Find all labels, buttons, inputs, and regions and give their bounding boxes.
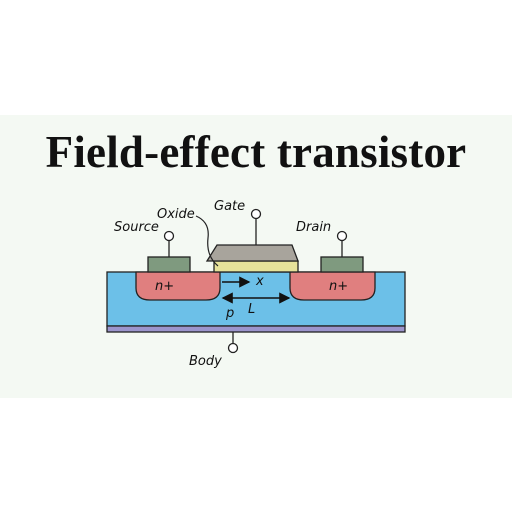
drain-contact	[320, 256, 364, 273]
n-region-source	[135, 271, 221, 301]
x-label: x	[255, 274, 264, 289]
source-contact	[147, 256, 191, 273]
gate-terminal-icon	[250, 208, 262, 220]
body-contact-strip	[106, 325, 406, 333]
oxide-pointer	[195, 215, 219, 267]
gate-label: Gate	[214, 199, 245, 214]
oxide-layer	[213, 260, 299, 273]
length-label: L	[248, 302, 255, 317]
n-plus-left-label: n+	[155, 279, 174, 294]
oxide-label: Oxide	[157, 207, 195, 222]
gate-electrode	[205, 244, 299, 262]
n-region-drain	[289, 271, 376, 301]
source-label: Source	[114, 220, 159, 235]
body-terminal-icon	[227, 342, 239, 354]
p-label: p	[225, 306, 234, 321]
drain-label: Drain	[296, 220, 331, 235]
body-label: Body	[189, 354, 222, 369]
page-title: Field-effect transistor	[45, 127, 467, 177]
n-plus-right-label: n+	[329, 279, 348, 294]
drain-terminal-icon	[336, 230, 348, 242]
source-terminal-icon	[163, 230, 175, 242]
